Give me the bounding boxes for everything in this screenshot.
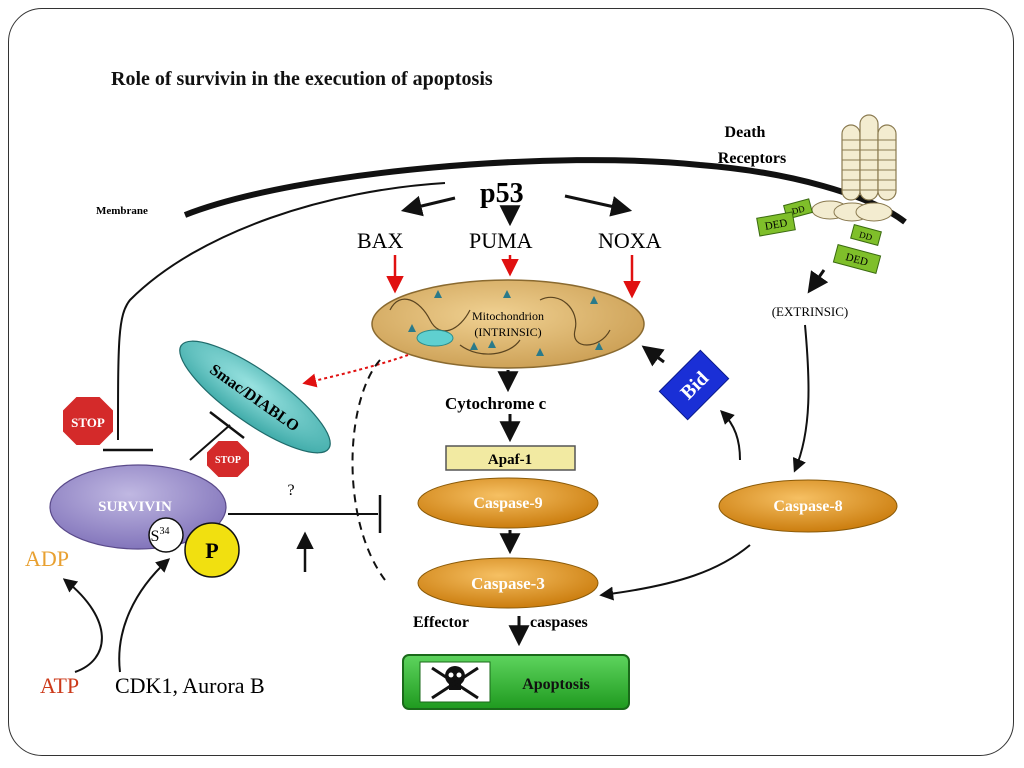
caspase3-node bbox=[417, 557, 599, 609]
survivin-label: SURVIVIN bbox=[98, 499, 172, 515]
ded-label: DED bbox=[764, 217, 788, 233]
smac-diablo-node bbox=[179, 340, 331, 454]
dd-label: DD bbox=[791, 203, 807, 216]
stop-sign-large-label: STOP bbox=[71, 415, 105, 430]
caspases-label: caspases bbox=[530, 614, 588, 631]
ded-label-2: DED bbox=[844, 251, 869, 268]
caspase9-label: Caspase-9 bbox=[473, 495, 542, 512]
death-receptors-label-2: Receptors bbox=[718, 150, 786, 167]
caspase3-label: Caspase-3 bbox=[471, 574, 545, 593]
bid-box bbox=[658, 349, 730, 421]
caspase9-node bbox=[417, 477, 599, 529]
apaf1-box bbox=[445, 445, 576, 471]
mitochondrion-sublabel: (INTRINSIC) bbox=[474, 325, 541, 339]
slide-title: Role of survivin in the execution of apo… bbox=[111, 68, 493, 90]
phospho-label: P bbox=[205, 538, 218, 563]
puma-label: PUMA bbox=[469, 228, 533, 253]
effector-label: Effector bbox=[413, 614, 469, 631]
mitochondrion: Mitochondrion (INTRINSIC) bbox=[371, 279, 645, 369]
mitochondrion-label: Mitochondrion bbox=[472, 309, 544, 323]
death-receptors-label: Death bbox=[725, 124, 766, 141]
apaf1-label: Apaf-1 bbox=[488, 452, 532, 468]
extrinsic-label: (EXTRINSIC) bbox=[772, 304, 849, 319]
bax-label: BAX bbox=[357, 228, 404, 253]
stop-sign-small-icon bbox=[205, 439, 251, 479]
cdk1-aurora-label: CDK1, Aurora B bbox=[115, 673, 265, 698]
atp-label: ATP bbox=[40, 673, 79, 698]
stop-sign-large-icon bbox=[61, 395, 115, 447]
skull-icon bbox=[431, 666, 479, 700]
p53-label: p53 bbox=[480, 178, 524, 209]
noxa-label: NOXA bbox=[598, 228, 662, 253]
membrane-label: Membrane bbox=[96, 205, 148, 217]
dd-label-2: DD bbox=[858, 229, 874, 242]
s34-superscript: 34 bbox=[159, 526, 169, 537]
death-receptor-icon bbox=[756, 114, 897, 274]
caspase8-node bbox=[718, 479, 898, 533]
s34-site bbox=[148, 517, 184, 553]
adp-label: ADP bbox=[25, 546, 69, 571]
phospho-node bbox=[184, 522, 240, 578]
caspase8-label: Caspase-8 bbox=[773, 498, 842, 515]
apoptosis-label: Apoptosis bbox=[522, 676, 590, 693]
cytochrome-c-label: Cytochrome c bbox=[445, 394, 547, 413]
stop-sign-small-label: STOP bbox=[215, 455, 241, 466]
s34-label: S34 bbox=[151, 526, 170, 545]
question-mark: ? bbox=[287, 482, 294, 499]
